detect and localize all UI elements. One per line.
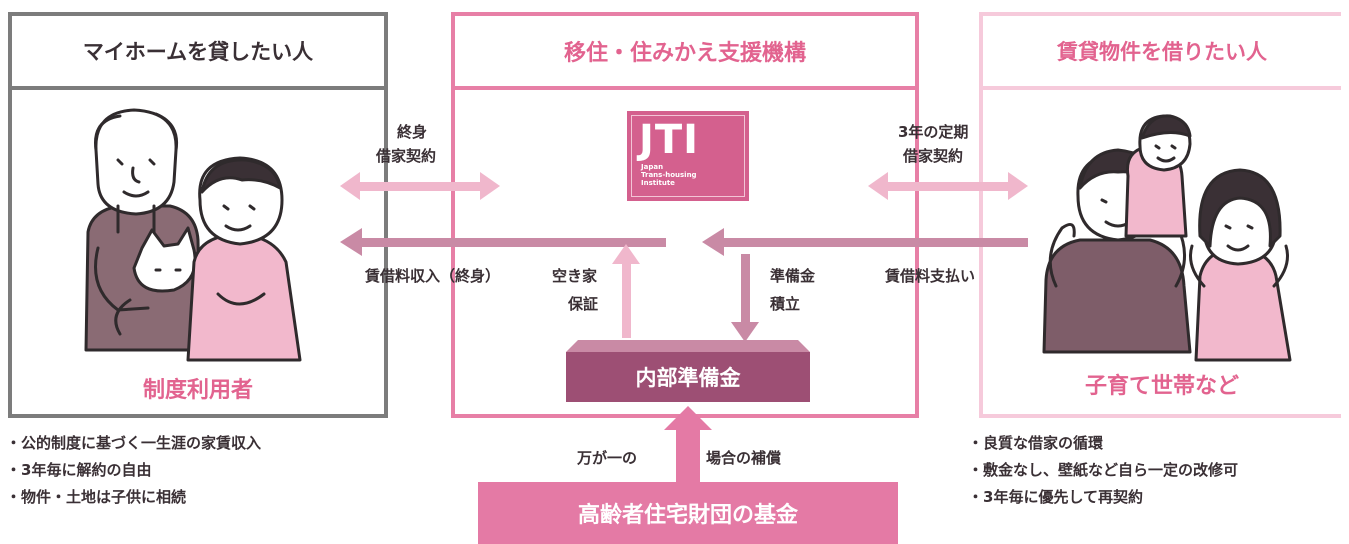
owner-caption: 制度利用者 [142, 378, 253, 403]
deposit-label-1: 準備金 [770, 267, 816, 285]
rent-income-label: 賃借料収入（終身） [365, 267, 501, 285]
reserve-deposit-arrow [731, 254, 759, 342]
renter-bullet-3: ・3年毎に優先して再契約 [968, 488, 1144, 506]
owner-bullet-3: ・物件・土地は子供に相続 [6, 488, 187, 506]
jti-logo-sub-3: Institute [641, 179, 675, 187]
jti-logo-sub-1: Japan [641, 163, 664, 171]
rent-payment-label: 賃借料支払い [885, 267, 976, 285]
fund-note-right: 場合の補償 [706, 449, 782, 467]
fixed-lease-label-2: 借家契約 [903, 147, 964, 165]
owner-header: マイホームを貸したい人 [82, 40, 314, 64]
renter-caption: 子育て世帯など [1084, 374, 1239, 399]
renter-bullet-1: ・良質な借家の循環 [968, 434, 1104, 452]
lifetime-lease-arrow [340, 172, 500, 200]
owner-bullet-2: ・3年毎に解約の自由 [6, 461, 152, 479]
fund-compensation-arrow [664, 406, 712, 488]
rent-payment-arrow [702, 228, 1028, 256]
vacancy-label-2: 保証 [568, 295, 599, 313]
vacancy-label-1: 空き家 [552, 267, 598, 285]
owner-header-divider [8, 86, 388, 90]
renter-panel [979, 12, 1341, 418]
renter-header-divider [979, 86, 1341, 90]
reserve-box-bevel [566, 340, 810, 352]
fixed-lease-label-1: 3年の定期 [898, 123, 969, 141]
jti-logo-sub-2: Trans-housing [641, 171, 697, 179]
deposit-label-2: 積立 [770, 295, 801, 313]
jti-logo: JTI Japan Trans-housing Institute [627, 111, 749, 201]
vacancy-guarantee-arrow [612, 244, 640, 338]
renter-header: 賃貸物件を借りたい人 [1057, 40, 1267, 64]
jti-logo-text: JTI [639, 117, 700, 163]
owner-panel [8, 12, 388, 418]
lifetime-lease-label-1: 終身 [397, 123, 428, 141]
fund-note-left: 万が一の [577, 449, 638, 467]
renter-bullet-2: ・敷金なし、壁紙など自ら一定の改修可 [968, 461, 1239, 479]
fixed-lease-arrow [868, 172, 1028, 200]
fund-box: 高齢者住宅財団の基金 [478, 482, 898, 544]
org-header-divider [451, 86, 919, 90]
reserve-box: 内部準備金 [566, 352, 810, 402]
owner-bullet-1: ・公的制度に基づく一生涯の家賃収入 [6, 434, 262, 452]
rent-income-arrow [340, 228, 666, 256]
org-header: 移住・住みかえ支援機構 [563, 41, 806, 66]
lifetime-lease-label-2: 借家契約 [376, 147, 437, 165]
